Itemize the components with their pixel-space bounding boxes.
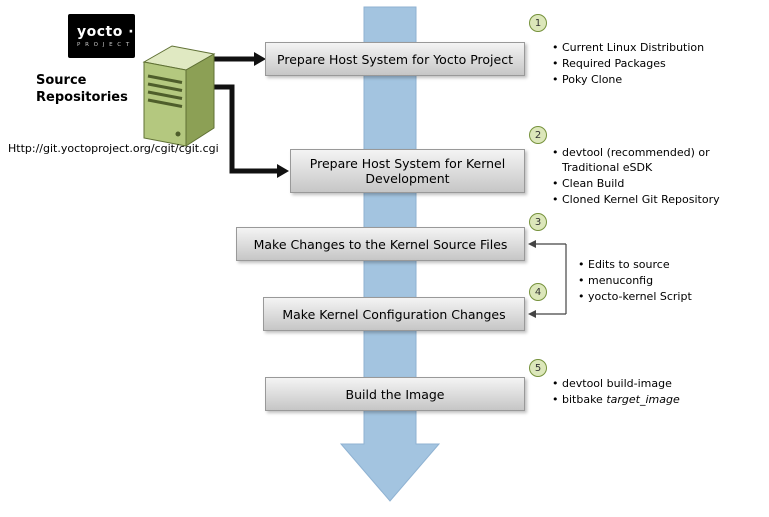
- step-number-4: 4: [529, 283, 547, 301]
- bullet-item: Cloned Kernel Git Repository: [550, 192, 732, 207]
- step-number-1: 1: [529, 14, 547, 32]
- yocto-logo-text: yocto ·: [77, 24, 135, 40]
- yocto-logo-subtext: P R O J E C T: [77, 42, 131, 48]
- yocto-logo: yocto · P R O J E C T: [68, 14, 135, 58]
- source-repositories-label: Source Repositories: [36, 72, 128, 106]
- bullet-item: Clean Build: [550, 176, 732, 191]
- step-box-1-label: Prepare Host System for Yocto Project: [277, 51, 513, 67]
- step-box-4-label: Make Kernel Configuration Changes: [282, 306, 506, 322]
- step-2-bullets: devtool (recommended) or Traditional eSD…: [550, 145, 732, 208]
- bullet-item: devtool (recommended) or Traditional eSD…: [550, 145, 732, 175]
- step-number-3-text: 3: [534, 216, 542, 228]
- step-number-5: 5: [529, 359, 547, 377]
- bullet-item: Edits to source: [576, 257, 756, 272]
- step-box-4: Make Kernel Configuration Changes: [263, 297, 525, 331]
- step-number-2-text: 2: [534, 129, 542, 141]
- source-label-line1: Source: [36, 73, 87, 88]
- step-number-5-text: 5: [534, 362, 542, 374]
- bullet-item: Current Linux Distribution: [550, 40, 750, 55]
- bullet-item: Poky Clone: [550, 72, 750, 87]
- bullet-item: bitbake target_image: [550, 392, 750, 407]
- step-number-4-text: 4: [534, 286, 542, 298]
- repo-url: Http://git.yoctoproject.org/cgit/cgit.cg…: [8, 142, 219, 155]
- step-box-5: Build the Image: [265, 377, 525, 411]
- server-icon: [142, 45, 216, 147]
- step-box-2-label: Prepare Host System for Kernel Developme…: [309, 156, 506, 186]
- bracket-steps-3-4: [528, 240, 567, 318]
- step-box-5-label: Build the Image: [345, 386, 445, 402]
- step-box-3: Make Changes to the Kernel Source Files: [236, 227, 525, 261]
- step-number-1-text: 1: [534, 17, 542, 29]
- step-box-1: Prepare Host System for Yocto Project: [265, 42, 525, 76]
- bullet-item: menuconfig: [576, 273, 756, 288]
- step-number-3: 3: [529, 213, 547, 231]
- step-1-bullets: Current Linux Distribution Required Pack…: [550, 40, 750, 88]
- source-label-line2: Repositories: [36, 90, 128, 105]
- step-box-3-label: Make Changes to the Kernel Source Files: [253, 236, 508, 252]
- step-5-bullets: devtool build-image bitbake target_image: [550, 376, 750, 408]
- bullet-item: Required Packages: [550, 56, 750, 71]
- target-image-italic: target_image: [606, 393, 680, 406]
- arrow-server-to-step2: [214, 84, 289, 178]
- step-box-2: Prepare Host System for Kernel Developme…: [290, 149, 525, 193]
- bitbake-text: bitbake: [562, 393, 607, 406]
- arrow-server-to-step1: [214, 52, 266, 66]
- step-number-2: 2: [529, 126, 547, 144]
- bullet-item: devtool build-image: [550, 376, 750, 391]
- steps-3-4-shared-bullets: Edits to source menuconfig yocto-kernel …: [576, 257, 756, 305]
- bullet-item: yocto-kernel Script: [576, 289, 756, 304]
